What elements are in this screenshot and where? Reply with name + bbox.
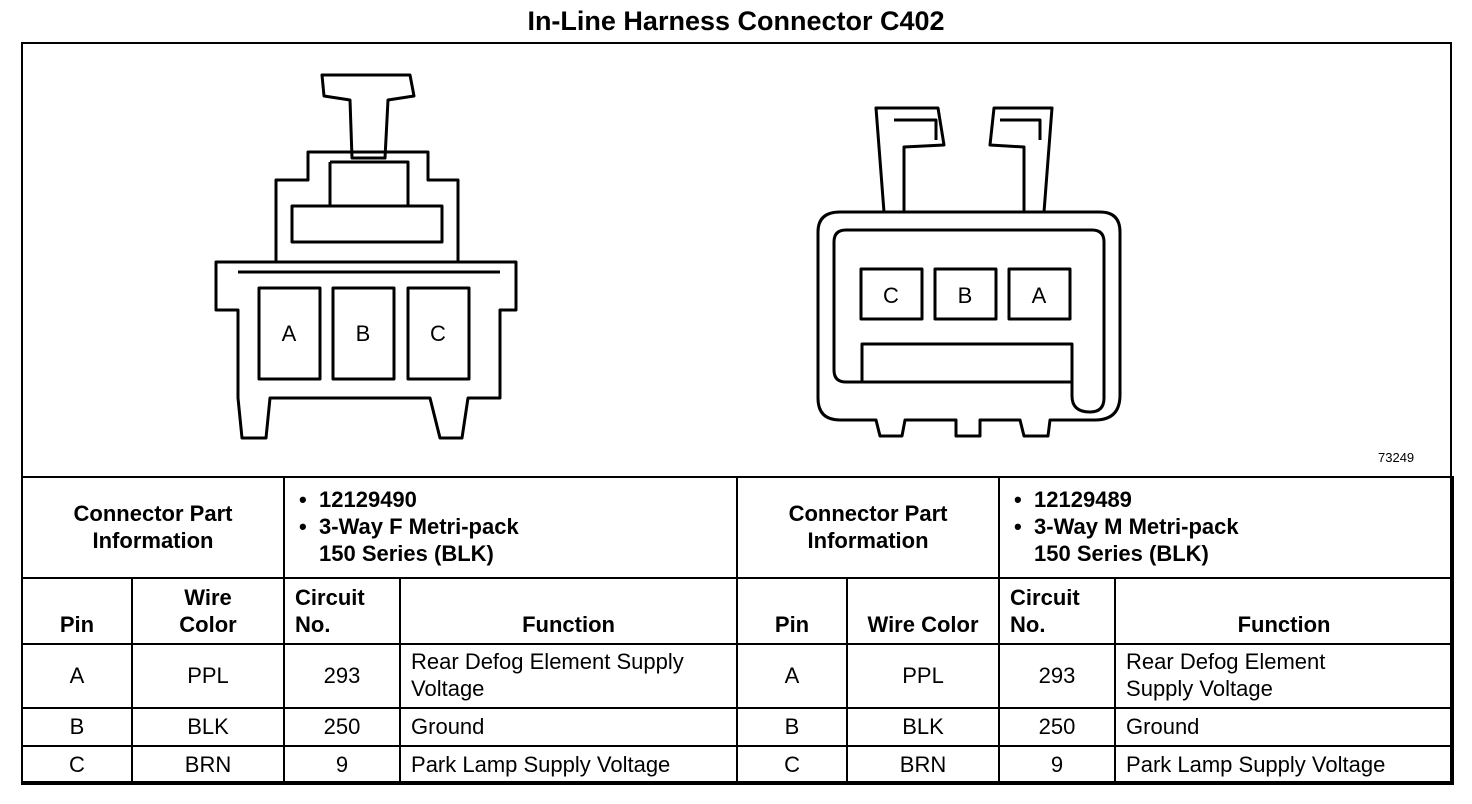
cell-pin: C [736,745,849,785]
cell-wire-color: BLK [130,707,286,747]
table-row: C BRN 9 Park Lamp Supply Voltage C BRN 9… [21,745,1455,785]
cell-pin: B [21,707,133,747]
header-wire-color: Wire Color [846,577,1001,645]
right-pin-label-a: A [1032,283,1047,308]
cell-circuit: 250 [283,707,402,747]
left-pin-label-c: C [430,321,446,346]
cell-pin: C [21,745,133,785]
right-pin-label-b: B [958,283,973,308]
male-connector-drawing [816,106,1122,438]
cell-wire-color: BRN [846,745,1001,785]
part-number: 12129490 [295,487,726,514]
cell-circuit: 293 [998,643,1117,709]
table-row: B BLK 250 Ground B BLK 250 Ground [21,707,1455,747]
part-info-label-text: Connector Part Information [73,500,233,553]
cell-pin: A [21,643,133,709]
female-connector-drawing [214,73,518,440]
part-info-label-right: Connector Part Information [736,476,1001,579]
cell-wire-color: PPL [846,643,1001,709]
figure-id: 73249 [1378,450,1415,465]
cell-wire-color: BRN [130,745,286,785]
header-pin: Pin [21,577,133,645]
cell-function: Park Lamp Supply Voltage [1114,745,1455,785]
part-info-label-left: Connector Part Information [20,476,286,579]
header-pin: Pin [736,577,849,645]
cell-function: Ground [399,707,739,747]
left-pin-label-a: A [282,321,297,346]
right-pin-label-c: C [883,283,899,308]
header-function: Function [1114,577,1455,645]
cell-pin: B [736,707,849,747]
cell-wire-color: BLK [846,707,1001,747]
part-info-row: Connector Part Information 12129490 3-Wa… [20,476,1455,579]
left-pin-label-b: B [356,321,371,346]
connector-diagram: A B C C B A [214,73,1122,440]
header-function: Function [399,577,739,645]
page-title: In-Line Harness Connector C402 [527,6,945,36]
part-number: 12129489 [1010,487,1442,514]
cell-function: Ground [1114,707,1455,747]
cell-circuit: 9 [283,745,402,785]
cell-circuit: 293 [283,643,402,709]
cell-function: Park Lamp Supply Voltage [399,745,739,785]
cell-circuit: 9 [998,745,1117,785]
cell-wire-color: PPL [130,643,286,709]
cell-circuit: 250 [998,707,1117,747]
connector-info-table: Connector Part Information 12129490 3-Wa… [20,476,1455,785]
cell-pin: A [736,643,849,709]
part-info-label-text: Connector Part Information [788,500,948,553]
